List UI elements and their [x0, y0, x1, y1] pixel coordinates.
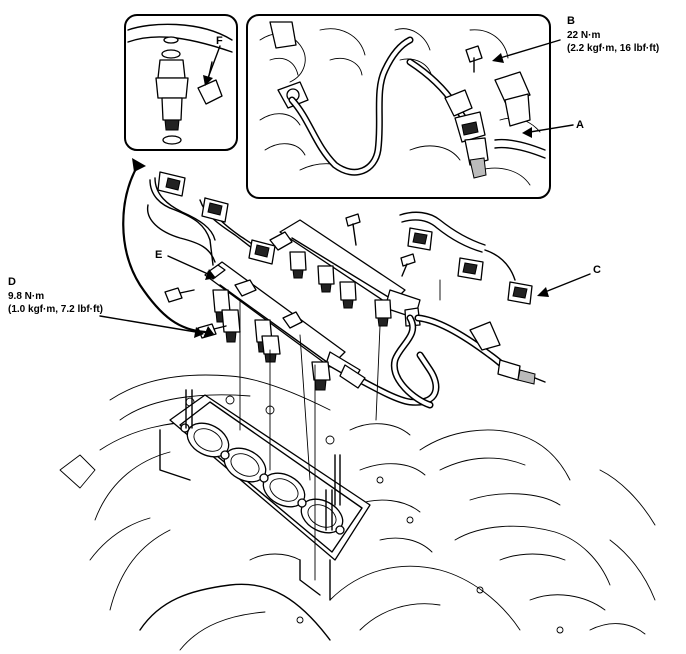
callout-arrow-e [167, 255, 216, 280]
torque-spec-b-nm: 22 N·m [567, 30, 600, 41]
leader-lines [239, 279, 441, 581]
label-c: C [593, 264, 601, 276]
injectors-front [212, 289, 331, 391]
torque-spec-d-imperial: (1.0 kgf·m, 7.2 lbf·ft) [8, 304, 103, 315]
label-f: F [216, 35, 223, 47]
callout-arrow-b [492, 39, 561, 63]
torque-spec-d-nm: 9.8 N·m [8, 291, 44, 302]
mounting-studs [185, 389, 341, 531]
injectors-rear [289, 251, 421, 327]
detail-connector-arrow [122, 158, 214, 338]
label-a: A [576, 119, 584, 131]
label-b: B [567, 15, 575, 27]
fuel-line-rear [390, 314, 546, 409]
injector-detail-inset [124, 14, 238, 151]
engine-block-background [59, 374, 656, 651]
injector-harness-right [399, 211, 533, 305]
callout-arrow-f [203, 45, 221, 86]
callout-arrow-a [522, 124, 574, 138]
label-d: D [8, 276, 16, 288]
callout-arrow-c [537, 273, 591, 297]
fuel-feed-line-front [339, 351, 440, 406]
injector-harness-left [146, 171, 276, 266]
fuel-line-connection-inset [246, 14, 551, 199]
rail-bolts-rear [345, 213, 416, 277]
torque-spec-b-imperial: (2.2 kgf·m, 16 lbf·ft) [567, 43, 659, 54]
callout-arrow-d [99, 315, 204, 338]
label-e: E [155, 249, 162, 261]
